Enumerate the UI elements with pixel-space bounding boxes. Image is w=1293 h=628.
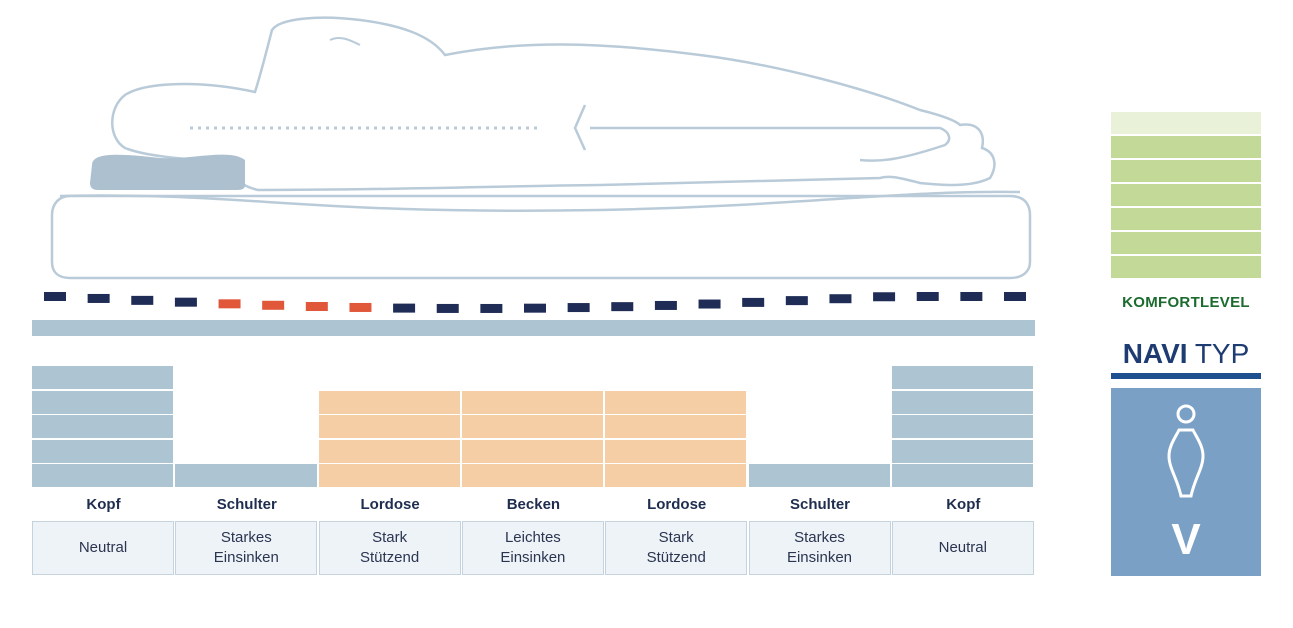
comfort-level-label: KOMFORTLEVEL: [1122, 294, 1250, 311]
sag-dash: [436, 303, 459, 313]
zone-bar-segment: [605, 390, 747, 414]
zone-bar-segment: [32, 415, 174, 438]
zone-bar-segment: [605, 439, 747, 463]
sag-dash: [174, 297, 197, 307]
zone-description: Neutral: [32, 521, 174, 575]
zone-description: Stark Stützend: [605, 521, 748, 575]
zone-bar-segment: [748, 464, 890, 487]
comfort-segment-filled: [1111, 184, 1261, 206]
zone-label: Lordose: [360, 496, 420, 513]
zone-bar-segment: [891, 464, 1034, 487]
zone-bar-segment: [32, 464, 174, 487]
zone-bar-segment: [32, 366, 174, 389]
zone-description: Stark Stützend: [318, 521, 461, 575]
zone-bar-segment: [605, 464, 747, 487]
comfort-segment-filled: [1111, 208, 1261, 230]
navi-type-box: [1111, 388, 1261, 576]
sag-dash: [785, 296, 808, 306]
zone-bar-segment: [891, 439, 1034, 463]
zone-label: Lordose: [647, 496, 707, 513]
sag-dash: [829, 294, 852, 304]
sag-dash: [873, 292, 896, 302]
sag-dash: [960, 292, 983, 301]
zone-label: Schulter: [789, 496, 850, 513]
zone-description: Starkes Einsinken: [175, 521, 318, 575]
sag-dash: [87, 293, 110, 303]
sag-dash: [1004, 292, 1026, 301]
navi-underline: [1111, 373, 1261, 379]
zone-bar-segment: [318, 415, 460, 438]
zone-label: Becken: [506, 496, 561, 513]
zone-bar-segment: [461, 415, 604, 438]
zone-bar-segment: [891, 390, 1034, 414]
zone-description: Starkes Einsinken: [748, 521, 891, 575]
sag-dash: [480, 303, 503, 313]
zone-label: Kopf: [86, 496, 121, 513]
mattress-body: [50, 194, 1032, 280]
person-outline: [111, 16, 996, 192]
leg-line: [590, 126, 951, 162]
zone-bar-segment: [318, 439, 460, 463]
zone-bar-segment: [461, 464, 604, 487]
zone-description: Neutral: [891, 521, 1034, 575]
sag-dash: [44, 292, 66, 301]
arm-line: [329, 36, 361, 46]
navi-type-letter: V: [1171, 515, 1201, 564]
sag-dash-line: [44, 292, 1026, 313]
comfort-segment-filled: [1111, 160, 1261, 182]
zone-bar-segment: [32, 439, 174, 463]
sag-dash: [131, 295, 154, 305]
sag-dash: [393, 303, 416, 313]
zone-bar-segment: [318, 464, 460, 487]
zone-bar-segment: [605, 415, 747, 438]
zone-label: Schulter: [216, 496, 277, 513]
comfort-segment-filled: [1111, 232, 1261, 254]
sag-dash: [916, 292, 939, 301]
sag-dash: [742, 297, 765, 307]
zone-bar-segment: [32, 390, 174, 414]
sag-dash: [524, 303, 546, 313]
zone-label: Kopf: [946, 496, 981, 513]
sag-dash: [654, 300, 677, 310]
sag-dash: [611, 302, 634, 312]
navi-type-label: NAVI TYP: [1111, 337, 1261, 371]
comfort-segment-empty: [1111, 112, 1261, 134]
zone-bar-segment: [461, 390, 604, 414]
zone-bar-segment: [175, 464, 317, 487]
navi-brand: NAVI: [1122, 338, 1188, 369]
arrow-head-icon: [573, 104, 587, 151]
zone-description: Leichtes Einsinken: [461, 521, 604, 575]
sag-dash: [567, 303, 590, 313]
navi-type-word: TYP: [1194, 338, 1250, 369]
zone-bar-segment: [461, 439, 604, 463]
person-v-shape-icon: [1167, 404, 1205, 498]
zone-bar-segment: [891, 366, 1034, 389]
sag-dash-highlight: [262, 300, 285, 310]
comfort-segment-filled: [1111, 256, 1261, 278]
sag-dash: [698, 299, 721, 309]
comfort-segment-filled: [1111, 136, 1261, 158]
mattress-top-curve: [59, 190, 1021, 212]
zone-bar-segment: [891, 415, 1034, 438]
base-bar: [32, 320, 1035, 336]
zone-bar-segment: [318, 390, 460, 414]
sag-dash-highlight: [349, 302, 372, 312]
pillow: [90, 154, 245, 190]
sag-dash-highlight: [218, 299, 241, 309]
sag-dash-highlight: [305, 302, 328, 312]
